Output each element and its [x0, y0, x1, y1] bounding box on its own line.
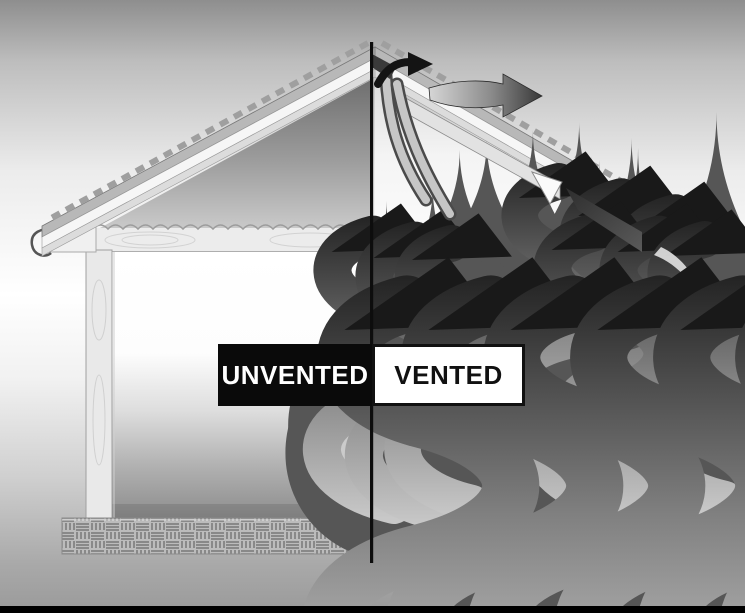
roof-left — [41, 40, 376, 257]
divider-line — [370, 42, 374, 563]
bottom-bar — [0, 606, 745, 613]
exhaust-band-1 — [382, 72, 430, 204]
room-moisture-arrows — [330, 257, 745, 613]
wall-left — [85, 249, 113, 519]
label-unvented: UNVENTED — [218, 344, 372, 406]
ridge-vent-exit — [370, 52, 543, 118]
exhaust-band-2 — [393, 80, 454, 218]
attic-unvented-area — [100, 80, 371, 228]
exhaust-arrow-icon — [428, 73, 543, 118]
insulation-wave-left — [92, 224, 379, 231]
soffit-air-duct — [566, 188, 642, 252]
ridge-exit-ribbon — [374, 58, 414, 88]
ridge-exhaust-flow — [379, 69, 457, 221]
shingle-tabs-left — [44, 40, 370, 224]
label-vented: VENTED — [372, 344, 525, 406]
comparison-labels: UNVENTED VENTED — [218, 344, 525, 406]
upflow-arrowhead-icon — [530, 171, 563, 206]
ridge-exit-arrowhead-icon — [408, 52, 433, 76]
